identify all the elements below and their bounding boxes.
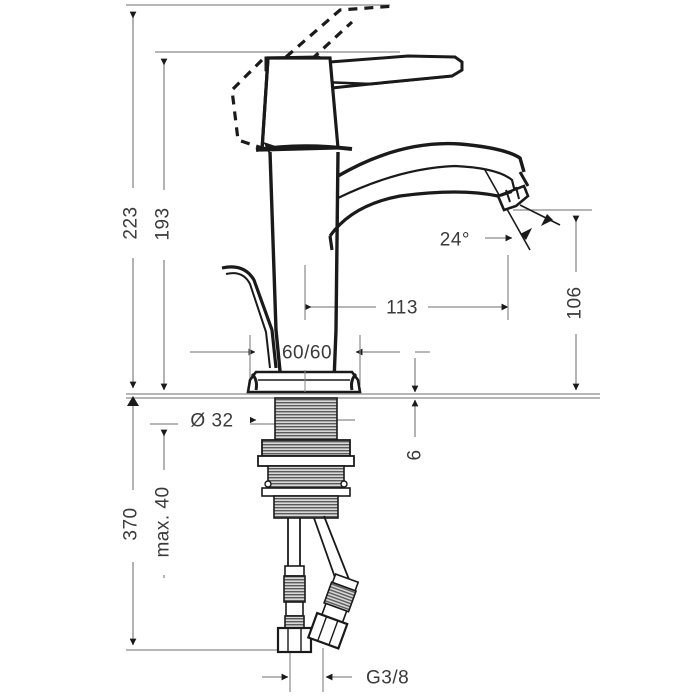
dimension-193-label: 193 [153, 207, 174, 240]
dimension-193: 193 [145, 58, 183, 391]
dimension-6: 6 [405, 358, 426, 461]
dimension-6060-label: 60/60 [282, 343, 332, 364]
supply-hose-vertical [276, 518, 313, 654]
body-collar [255, 144, 353, 152]
threaded-shank [274, 397, 338, 441]
dimension-max40: max. 40 [146, 429, 183, 578]
dimension-223-text: 223 [121, 206, 142, 239]
dimension-106-label: 106 [565, 286, 586, 319]
handle-open-position-dashed [284, 4, 396, 72]
escutcheon-base-plate [246, 370, 362, 394]
dimension-106: 106 [557, 215, 595, 391]
spout [328, 141, 530, 251]
cartridge-housing [260, 56, 340, 153]
dimension-d32-label: Ø 32 [190, 411, 233, 432]
extension-lines [126, 4, 600, 651]
dimension-113-label: 113 [386, 298, 418, 319]
dimension-24deg-label: 24° [440, 230, 470, 251]
supply-hose-angled [306, 515, 360, 650]
dimension-6-label: 6 [405, 449, 426, 460]
dimension-113: 113 [304, 255, 509, 320]
handle-closed-guide-dashed [230, 58, 264, 150]
dimension-max40-label: max. 40 [153, 486, 174, 557]
faucet-body-column [268, 151, 340, 382]
drain-pull-rod[interactable] [221, 265, 278, 369]
dimension-d32: Ø 32 [178, 407, 355, 433]
dimension-370-label: 370 [121, 507, 142, 540]
mounting-nut-assembly [257, 439, 355, 519]
dimension-g38: G3/8 [262, 648, 409, 692]
dimension-g38-label: G3/8 [366, 668, 409, 689]
